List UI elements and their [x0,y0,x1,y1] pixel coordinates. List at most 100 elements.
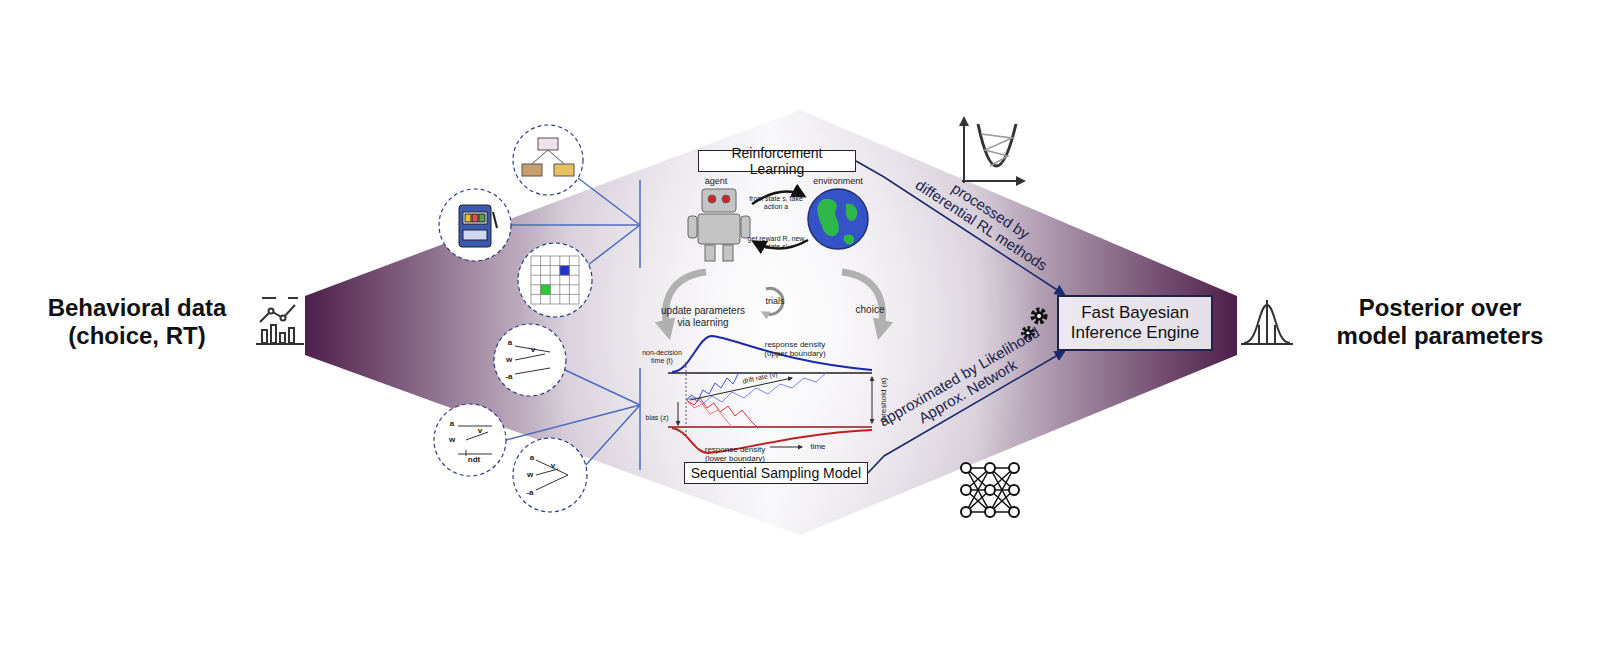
neural-network-icon-part-part [985,507,995,517]
node-label: Reinforcement Learning [699,145,855,177]
neural-network-icon-part-part [985,485,995,495]
grid-world-icon-part [569,256,570,304]
connector-lines-part [585,405,640,466]
data-icon-part [281,316,286,321]
parameter-label: ndt [464,455,484,464]
grid-world-icon [531,256,579,304]
ssm-plot-part [686,400,732,427]
figure-label: bias (z) [637,414,677,422]
neural-network-icon-part-part [985,463,995,473]
neural-network-icon-part [961,463,1019,517]
figure-label: choice [850,304,890,316]
grid-world-icon-part [560,266,570,276]
plot-icon-part [962,180,1024,182]
neural-network-icon-part-part [1009,463,1019,473]
ssm-plot-part [672,336,872,372]
parameter-label: v [473,426,487,435]
ssm-variant-icons-part [515,354,545,360]
plot-icon-part [981,134,1012,166]
tree-task-icon-part [548,150,564,164]
grid-world-icon-part [541,285,551,295]
neural-network-icon-part-part [1009,485,1019,495]
slot-machine-icon-part [465,214,471,222]
parameter-label: w [523,470,537,479]
globe-environment-part [844,234,855,244]
robot-agent-part [705,245,715,261]
slot-machine-icon-part [463,230,487,240]
process-box: Reinforcement Learning [698,150,856,172]
ssm-plot-part [690,378,792,400]
posterior-icon-part [1274,325,1276,344]
slot-machine-icon-part [493,212,497,228]
data-icon-part [262,297,276,299]
figure-label: time [803,442,833,451]
figure-label: update parameters via learning [656,305,751,328]
figure-label: from state s, take action a [747,195,805,211]
posterior-icon [1241,300,1293,344]
data-icon-part [262,330,267,343]
parameter-label: a [445,419,459,428]
figure-label: trials [755,296,795,306]
ssm-variant-icons-part [458,454,492,455]
task-icons-part [513,438,587,512]
neural-network-icon-part-part [961,507,971,517]
task-icons-part [494,324,566,396]
output-title: Posterior over model parameters [1328,294,1553,349]
tree-task-icon-part [522,164,542,176]
task-icons-part [434,404,506,476]
task-icons-part [439,189,511,261]
neural-network-icon [961,463,1019,517]
task-icons [434,125,592,512]
ssm-plot-part [678,402,679,425]
gear-icon-part [1033,310,1045,322]
tree-task-icon-part [554,164,574,176]
ssm-variant-icons-part [515,368,550,374]
background-band [305,110,1237,535]
figure-label: response density (upper boundary) [755,340,835,358]
data-icon-part [271,325,276,343]
parameter-label: w [502,355,516,364]
data-icon-part [269,309,274,314]
grid-world-icon-part [550,256,551,304]
ssm-variant-icons-part [466,432,488,440]
connector-lines-part [578,178,640,225]
robot-agent-part [741,216,750,238]
grid-world-icon-part [531,265,579,266]
globe-environment-part [817,199,839,237]
background-band-part [305,110,1237,535]
task-icons-part [518,243,592,317]
ssm-variant-icons-part [466,450,467,456]
neural-network-icon-part-part [961,463,971,473]
data-icon-part [260,305,295,322]
ssm-variant-icons-part [536,460,568,490]
robot-agent-part [698,214,740,244]
robot-agent-part [702,189,736,212]
parameter-label: w [445,435,459,444]
gear-icon-part [1035,312,1044,321]
robot-agent-part [723,245,733,261]
figure-label: get reward R, new state s' [746,235,806,251]
connector-lines-part [639,368,641,470]
robot-agent-part [708,195,716,203]
data-icon [256,298,304,344]
figure-label: non-decision time (t) [642,349,682,365]
data-icon-part [289,328,294,343]
parameter-label: -a [501,372,517,381]
figure-label: response density (lower boundary) [695,445,775,463]
input-title: Behavioral data (choice, RT) [17,294,257,349]
posterior-icon-part [1258,325,1260,344]
node-label: Sequential Sampling Model [687,465,865,481]
parameter-label: v [546,461,560,470]
connector-lines-part [639,180,641,268]
grid-world-icon-part [531,256,579,304]
ssm-plot [668,336,872,453]
robot-agent [688,189,750,261]
engine-box: Fast Bayesian Inference Engine [1057,295,1213,351]
plot-icon-part [963,118,965,183]
parameter-label: -a [522,488,538,497]
slot-machine-icon-part [463,212,487,224]
connector-lines [506,178,640,470]
globe-environment [808,189,868,249]
plot-icon [962,118,1024,183]
parameter-label: a [525,453,539,462]
